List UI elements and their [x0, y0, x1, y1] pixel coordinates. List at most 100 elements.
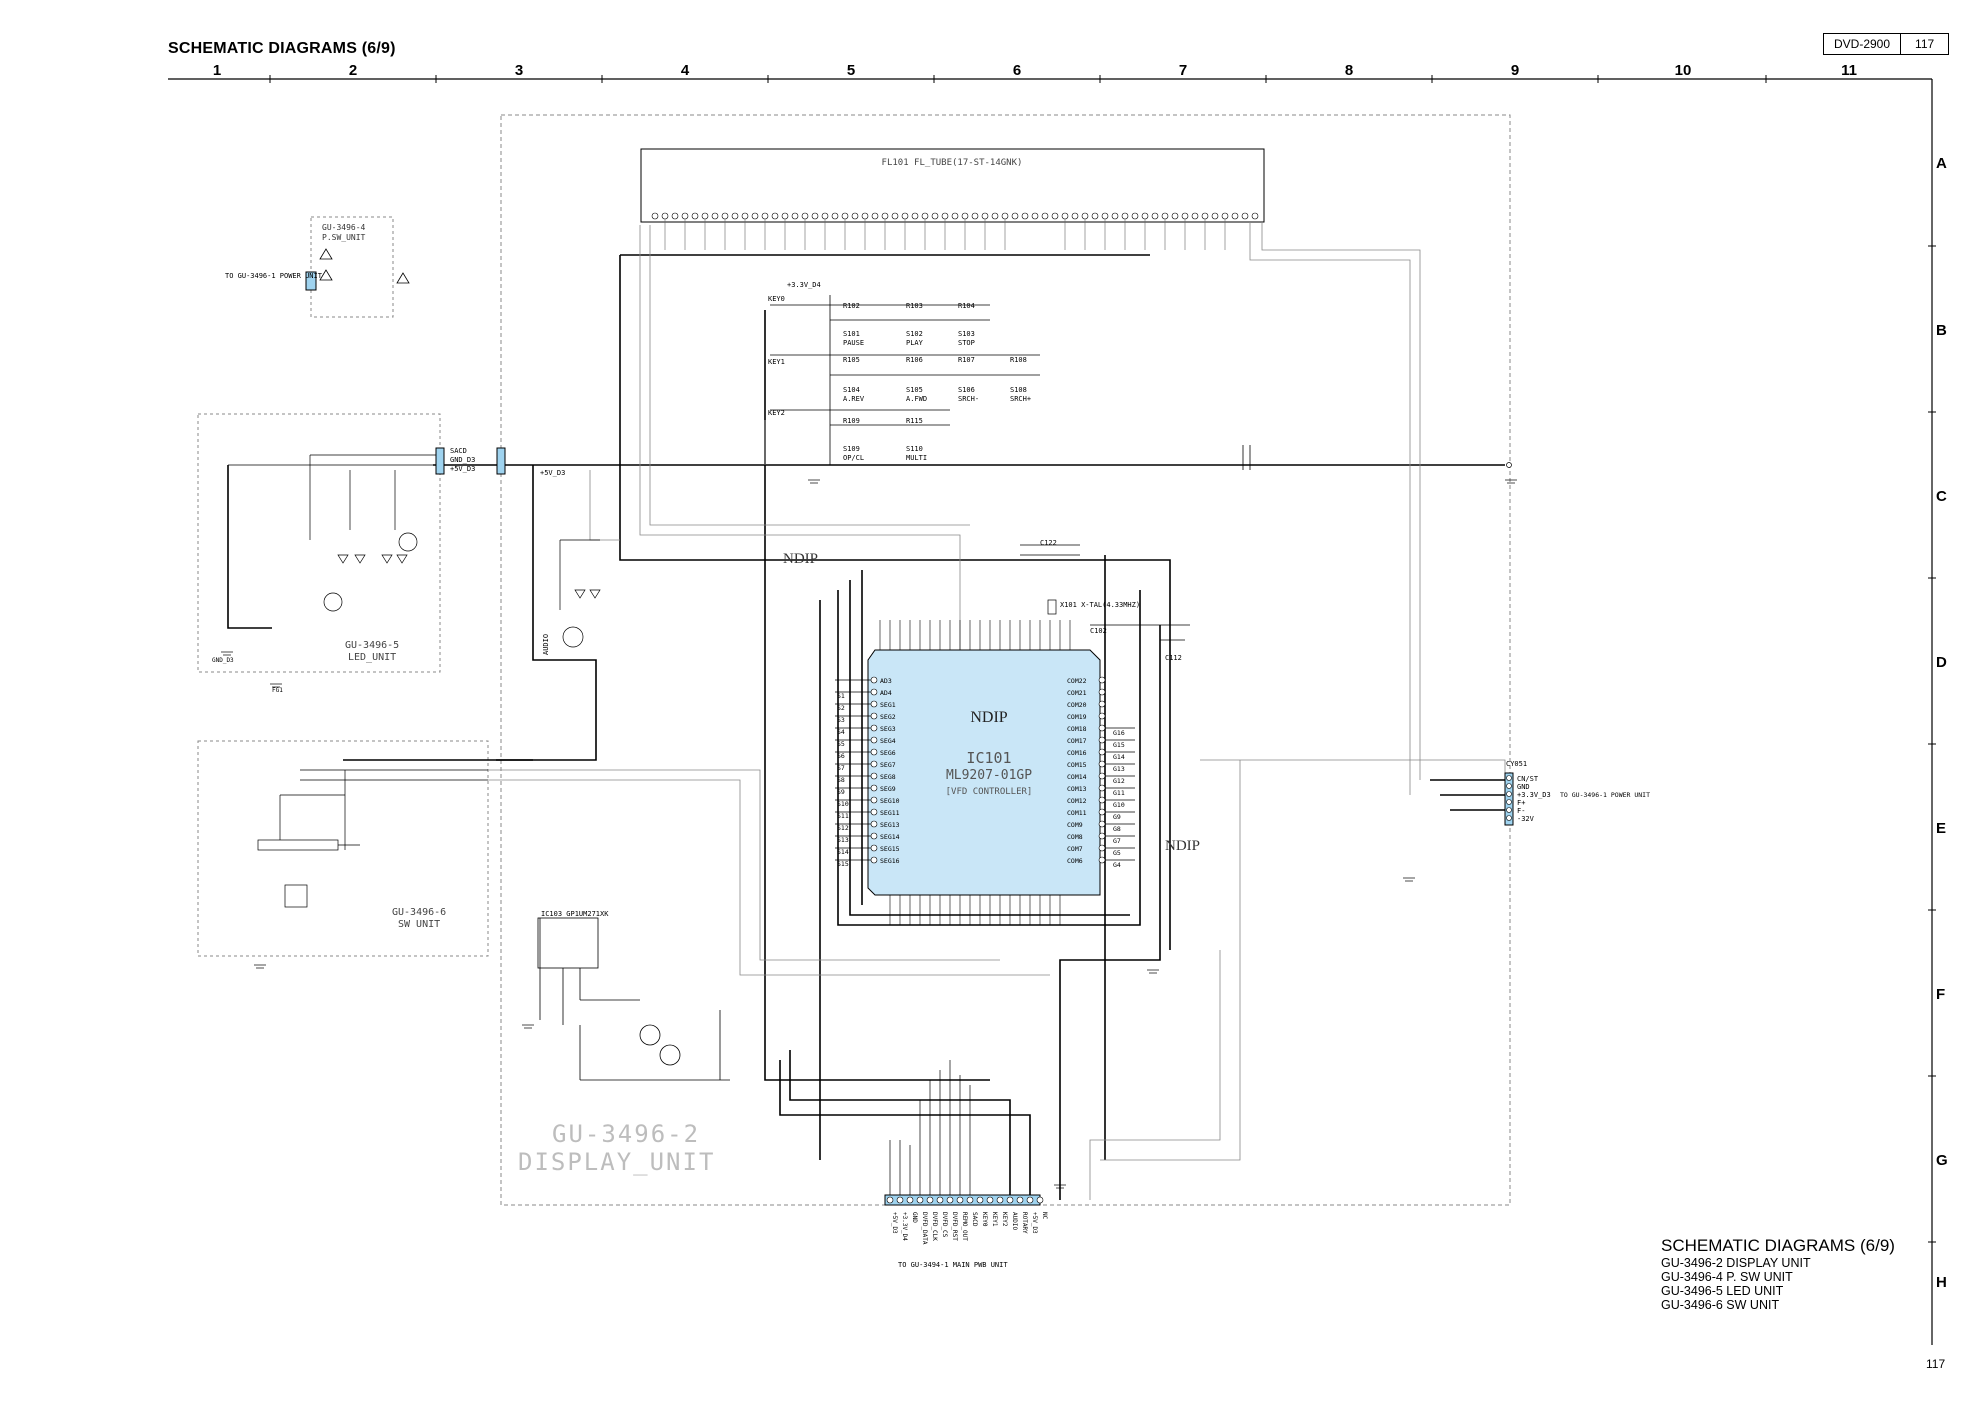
grid-row-c: C: [1936, 488, 1947, 505]
svg-text:MULTI: MULTI: [906, 454, 927, 462]
grid-col-10: 10: [1674, 62, 1692, 79]
display-unit-id: GU-3496-2: [552, 1120, 700, 1148]
svg-text:R103: R103: [906, 302, 923, 310]
conn-pin-1: CN/ST: [1517, 775, 1539, 783]
svg-text:S109: S109: [843, 445, 860, 453]
svg-text:S11: S11: [837, 812, 849, 820]
svg-text:S14: S14: [837, 848, 849, 856]
page-number: 117: [1926, 1357, 1946, 1371]
svg-text:SEG3: SEG3: [880, 725, 896, 733]
svg-text:S3: S3: [837, 716, 845, 724]
svg-text:A.REV: A.REV: [843, 395, 865, 403]
svg-text:R106: R106: [906, 356, 923, 364]
model-page-box: DVD-2900 117: [1823, 33, 1950, 55]
cy025-connector: [305, 271, 317, 291]
grid-col-7: 7: [1178, 62, 1188, 79]
svg-text:STOP: STOP: [958, 339, 975, 347]
cw025-connector: [435, 447, 445, 475]
svg-text:COM15: COM15: [1067, 761, 1087, 769]
psw-unit-border: [310, 216, 394, 318]
svg-text:C112: C112: [1165, 654, 1182, 662]
svg-text:PAUSE: PAUSE: [843, 339, 864, 347]
fg1-label: FG1: [272, 687, 283, 694]
svg-text:COM22: COM22: [1067, 677, 1087, 685]
bottom-pin-8: REMO_OUT: [961, 1212, 968, 1241]
grid-col-3: 3: [514, 62, 524, 79]
gnd-label: GND_D3: [450, 456, 475, 464]
svg-text:G10: G10: [1113, 801, 1125, 809]
svg-text:SEG8: SEG8: [880, 773, 896, 781]
svg-text:SEG14: SEG14: [880, 833, 900, 841]
display-unit-border: [500, 114, 1511, 1206]
svg-text:OP/CL: OP/CL: [843, 454, 864, 462]
psw-unit-name: P.SW_UNIT: [322, 233, 366, 242]
caption-block: SCHEMATIC DIAGRAMS (6/9) GU-3496-2 DISPL…: [1661, 1236, 1895, 1312]
ic-ndip: NDIP: [970, 709, 1007, 726]
cy051-label: CY051: [1506, 760, 1527, 768]
svg-text:A.FWD: A.FWD: [906, 395, 927, 403]
svg-text:COM17: COM17: [1067, 737, 1087, 745]
svg-text:S110: S110: [906, 445, 923, 453]
svg-text:KEY2: KEY2: [768, 409, 785, 417]
svg-text:KEY1: KEY1: [768, 358, 785, 366]
to-power-right: TO GU-3496-1 POWER UNIT: [1560, 791, 1650, 799]
gnd-led-label: GND_D3: [212, 657, 234, 664]
svg-text:G4: G4: [1113, 861, 1121, 869]
svg-text:S106: S106: [958, 386, 975, 394]
svg-text:G16: G16: [1113, 729, 1125, 737]
svg-text:COM7: COM7: [1067, 845, 1083, 853]
svg-text:S102: S102: [906, 330, 923, 338]
svg-text:SEG16: SEG16: [880, 857, 900, 865]
caption-line-2: GU-3496-4 P. SW UNIT: [1661, 1270, 1793, 1284]
svg-text:R104: R104: [958, 302, 975, 310]
svg-text:G5: G5: [1113, 849, 1121, 857]
svg-text:COM12: COM12: [1067, 797, 1087, 805]
svg-text:COM6: COM6: [1067, 857, 1083, 865]
svg-text:COM21: COM21: [1067, 689, 1087, 697]
conn-pin-2: GND: [1517, 783, 1530, 791]
svg-text:R109: R109: [843, 417, 860, 425]
conn-pin-5: F-: [1517, 807, 1525, 815]
grid-row-g: G: [1936, 1152, 1948, 1169]
to-main-label: TO GU-3494-1 MAIN PWB UNIT: [898, 1261, 1008, 1269]
svg-text:S15: S15: [837, 860, 849, 868]
conn-pin-3: +3.3V_D3: [1517, 791, 1551, 799]
grid-row-a: A: [1936, 155, 1947, 172]
svg-text:R107: R107: [958, 356, 975, 364]
svg-text:SEG1: SEG1: [880, 701, 896, 709]
ir-receiver-label: IC103 GP1UM271XK: [541, 910, 609, 918]
svg-text:C102: C102: [1090, 627, 1107, 635]
svg-text:SEG10: SEG10: [880, 797, 900, 805]
grid-col-11: 11: [1841, 62, 1857, 79]
svg-text:SEG13: SEG13: [880, 821, 900, 829]
svg-text:COM19: COM19: [1067, 713, 1087, 721]
svg-text:G11: G11: [1113, 789, 1125, 797]
svg-text:COM18: COM18: [1067, 725, 1087, 733]
svg-text:COM8: COM8: [1067, 833, 1083, 841]
svg-text:S9: S9: [837, 788, 845, 796]
svg-text:SEG11: SEG11: [880, 809, 900, 817]
svg-text:COM20: COM20: [1067, 701, 1087, 709]
grid-col-9: 9: [1510, 62, 1520, 79]
led-unit-border: [197, 413, 441, 673]
svg-text:PLAY: PLAY: [906, 339, 924, 347]
grid-row-b: B: [1936, 322, 1947, 339]
svg-text:R108: R108: [1010, 356, 1027, 364]
svg-text:S1: S1: [837, 692, 845, 700]
header-page-number: 117: [1900, 34, 1948, 54]
bottom-pin-6: DVFD_CS: [941, 1212, 948, 1238]
grid-col-4: 4: [680, 62, 690, 79]
svg-text:S2: S2: [837, 704, 845, 712]
led-unit-id: GU-3496-5: [345, 640, 399, 651]
cn025-connector: [496, 447, 506, 475]
svg-text:R115: R115: [906, 417, 923, 425]
display-unit-name: DISPLAY_UNIT: [518, 1148, 715, 1176]
caption-line-3: GU-3496-5 LED UNIT: [1661, 1284, 1784, 1298]
ic101-body: [867, 649, 1101, 896]
bottom-pin-14: ROTARY: [1021, 1212, 1028, 1234]
psw-unit-id: GU-3496-4: [322, 223, 366, 232]
led-unit-name: LED_UNIT: [348, 652, 396, 663]
svg-text:S105: S105: [906, 386, 923, 394]
conn-pin-6: -32V: [1517, 815, 1535, 823]
